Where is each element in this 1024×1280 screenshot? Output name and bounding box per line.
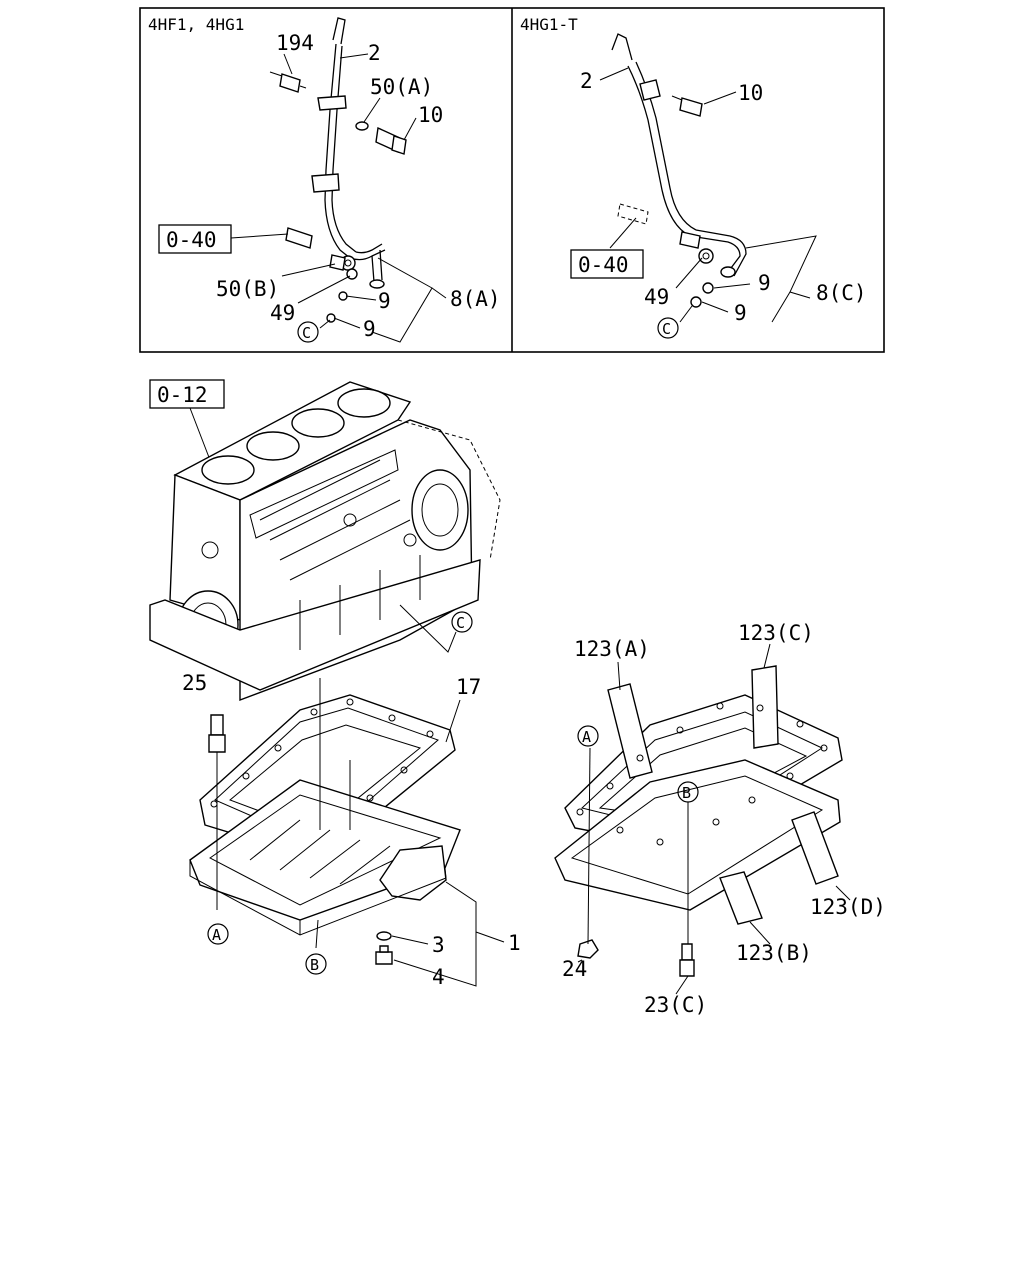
left-panel-header: 4HF1, 4HG1 xyxy=(148,15,244,34)
label-10-left: 10 xyxy=(418,103,443,127)
label-194: 194 xyxy=(276,31,314,55)
label-49-left: 49 xyxy=(270,301,295,325)
label-040-right: 0-40 xyxy=(578,253,629,277)
stud-194 xyxy=(269,71,307,93)
label-9a-right: 9 xyxy=(758,271,771,295)
left-dipstick-assembly xyxy=(311,17,386,289)
circle-a-left xyxy=(207,923,229,945)
label-012: 0-12 xyxy=(157,383,208,407)
label-24: 24 xyxy=(562,957,587,981)
drain-plug-4 xyxy=(375,945,393,965)
bolt-10-left xyxy=(375,126,407,155)
right-leaders xyxy=(599,67,817,323)
label-circle-c-block: C xyxy=(456,614,465,632)
label-1: 1 xyxy=(508,931,521,955)
label-circle-b-right: B xyxy=(682,784,691,802)
bolt-10-right xyxy=(671,95,703,117)
label-9b-right: 9 xyxy=(734,301,747,325)
washer-9a-left xyxy=(338,291,348,301)
label-8a: 8(A) xyxy=(450,287,501,311)
washer-3 xyxy=(376,931,392,941)
ref-box-012 xyxy=(149,379,225,409)
label-23c: 23(C) xyxy=(644,993,707,1017)
lower-left-leaders xyxy=(216,678,505,987)
label-4: 4 xyxy=(432,965,445,989)
engine-block xyxy=(149,381,501,702)
circle-c-left xyxy=(297,321,319,343)
label-040-left: 0-40 xyxy=(166,228,217,252)
label-circle-a-left: A xyxy=(212,926,221,944)
nut-24 xyxy=(577,939,599,959)
label-9b-left: 9 xyxy=(363,317,376,341)
ref-box-040-left xyxy=(158,224,232,254)
label-123d: 123(D) xyxy=(810,895,886,919)
washer-50a xyxy=(355,121,369,131)
label-circle-a-right: A xyxy=(582,728,591,746)
circle-b-right xyxy=(677,781,699,803)
circle-c-block xyxy=(451,611,473,633)
label-123c: 123(C) xyxy=(738,621,814,645)
label-50a: 50(A) xyxy=(370,75,433,99)
washer-9b-right xyxy=(690,296,702,308)
gasket-set-123 xyxy=(554,665,843,925)
circle-b-left xyxy=(305,953,327,975)
stud-25 xyxy=(208,714,226,800)
oring-49-left xyxy=(346,268,358,280)
label-123a: 123(A) xyxy=(574,637,650,661)
label-17: 17 xyxy=(456,675,481,699)
circle-c-right xyxy=(657,317,679,339)
label-123b: 123(B) xyxy=(736,941,812,965)
oil-pan-1 xyxy=(189,779,461,936)
label-2-left: 2 xyxy=(368,41,381,65)
label-10-right: 10 xyxy=(738,81,763,105)
ref-box-040-right xyxy=(570,249,644,279)
label-circle-c-right: C xyxy=(662,320,671,338)
circle-a-right xyxy=(577,725,599,747)
label-50b: 50(B) xyxy=(216,277,279,301)
label-circle-b-left: B xyxy=(310,956,319,974)
left-leaders xyxy=(230,53,447,343)
leader-012 xyxy=(189,407,211,461)
stud-23c xyxy=(679,943,695,977)
label-8c: 8(C) xyxy=(816,281,867,305)
leader-c-block xyxy=(399,604,457,653)
washer-9a-right xyxy=(702,282,714,294)
right-panel-header: 4HG1-T xyxy=(520,15,578,34)
label-9a-left: 9 xyxy=(378,289,391,313)
right-dipstick-assembly xyxy=(611,33,747,278)
label-2-right: 2 xyxy=(580,69,593,93)
label-49-right: 49 xyxy=(644,285,669,309)
stud-040-left xyxy=(285,227,313,249)
label-25: 25 xyxy=(182,671,207,695)
label-circle-c-left: C xyxy=(302,324,311,342)
label-3: 3 xyxy=(432,933,445,957)
lower-right-leaders xyxy=(577,643,851,995)
